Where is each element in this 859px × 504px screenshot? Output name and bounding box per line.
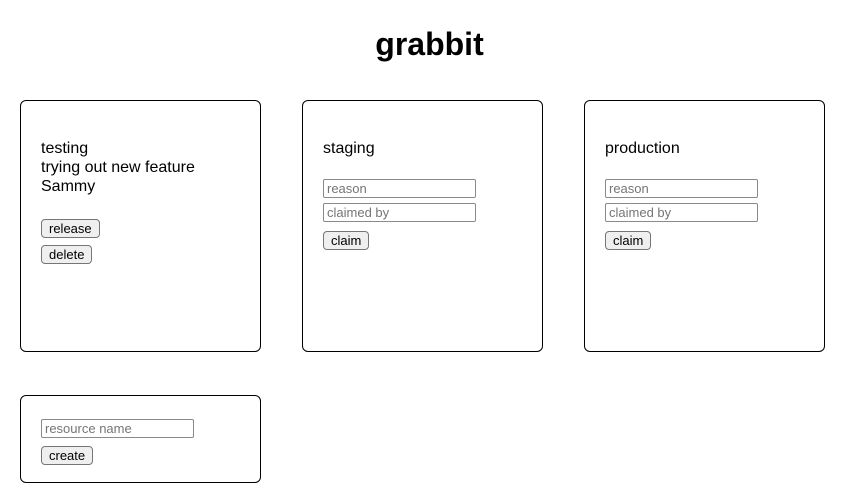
create-resource-card: create xyxy=(20,395,261,483)
claimed-by-text: Sammy xyxy=(41,178,96,195)
page-title: grabbit xyxy=(375,26,484,62)
reason-input[interactable] xyxy=(323,179,476,198)
claim-button[interactable]: claim xyxy=(605,231,652,250)
resource-name-label: staging xyxy=(323,140,375,157)
page: grabbit testing trying out new feature S… xyxy=(20,26,851,483)
resource-card-staging: staging claim xyxy=(302,100,543,352)
resource-name-input[interactable] xyxy=(41,419,194,438)
create-button[interactable]: create xyxy=(41,446,94,465)
resource-name-label: production xyxy=(605,140,680,157)
claimed-by-input[interactable] xyxy=(323,203,476,222)
resource-card-testing: testing trying out new feature Sammy rel… xyxy=(20,100,261,352)
resource-cards-row: testing trying out new feature Sammy rel… xyxy=(20,100,851,352)
delete-button[interactable]: delete xyxy=(41,245,93,264)
release-button[interactable]: release xyxy=(41,219,100,238)
claim-reason-text: trying out new feature xyxy=(41,159,195,176)
resource-card-production: production claim xyxy=(584,100,825,352)
resource-name-label: testing xyxy=(41,140,89,157)
reason-input[interactable] xyxy=(605,179,758,198)
claim-button[interactable]: claim xyxy=(323,231,370,250)
claimed-by-input[interactable] xyxy=(605,203,758,222)
